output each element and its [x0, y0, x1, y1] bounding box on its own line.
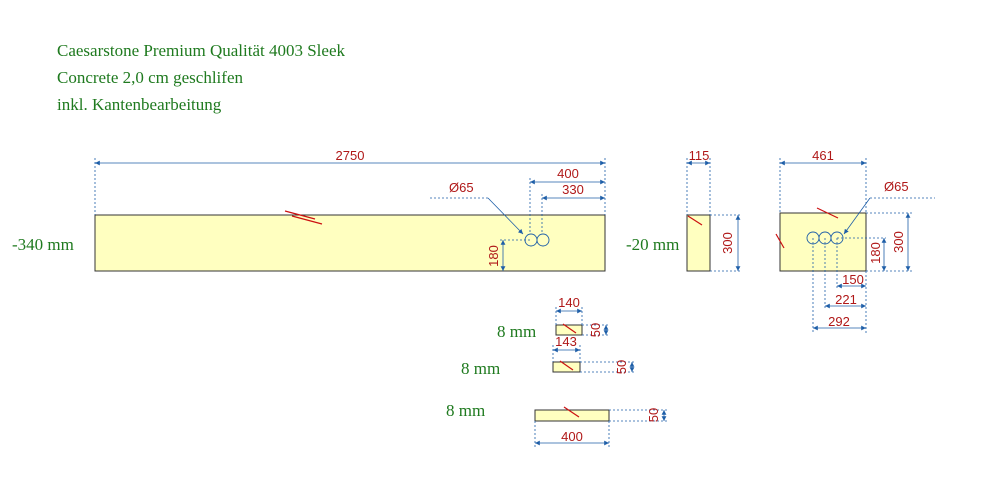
strip-height-dimension: 50	[588, 323, 603, 337]
strip-piece-3: 400 50 8 mm	[446, 401, 668, 447]
material-subtitle: Concrete 2,0 cm geschlifen	[57, 68, 243, 87]
level-label: -20 mm	[626, 235, 679, 254]
edge-mark	[816, 207, 839, 219]
offset-near-dimension: 330	[562, 182, 584, 197]
strip-height-dimension: 50	[646, 408, 661, 422]
edge-processing-note: inkl. Kantenbearbeitung	[57, 95, 222, 114]
length-dimension: 2750	[336, 148, 365, 163]
strip-slab	[552, 361, 581, 373]
strip-height-dimension: 50	[614, 360, 629, 374]
tap-hole	[536, 233, 550, 247]
right-width-dimension: 461	[812, 148, 834, 163]
edge-mark	[563, 406, 580, 418]
side-width-dimension: 115	[689, 148, 710, 163]
strip-piece-1: 140 50 8 mm	[497, 295, 610, 341]
side-slab	[686, 214, 711, 272]
title-block: Caesarstone Premium Qualität 4003 Sleek …	[57, 37, 345, 118]
strip-slab	[534, 409, 610, 422]
edge-mark	[687, 215, 703, 226]
edge-mark	[775, 233, 785, 249]
offset-far-dimension: 400	[557, 166, 579, 181]
edge-mark	[562, 323, 577, 334]
main-slab	[94, 214, 606, 272]
right-piece: 461 Ø65 180 300 150 221 292	[775, 148, 935, 333]
edge-mark	[284, 210, 316, 220]
edge-mark	[559, 360, 574, 371]
level-label: 8 mm	[461, 359, 500, 378]
offset-292-dimension: 292	[828, 314, 850, 329]
hole-diameter-label: Ø65	[884, 179, 909, 194]
material-title: Caesarstone Premium Qualität 4003 Sleek	[57, 41, 345, 60]
strip-slab	[555, 324, 583, 336]
offset-221-dimension: 221	[835, 292, 857, 307]
strip-length-dimension: 143	[555, 334, 577, 349]
side-piece: 115 300 -20 mm	[626, 148, 742, 272]
edge-mark	[291, 215, 323, 225]
hole-height-dimension: 180	[868, 242, 883, 264]
offset-150-dimension: 150	[842, 272, 864, 287]
strip-length-dimension: 400	[561, 429, 583, 444]
level-label: 8 mm	[446, 401, 485, 420]
right-depth-dimension: 300	[891, 231, 906, 253]
hole-diameter-label: Ø65	[449, 180, 474, 195]
level-label: 8 mm	[497, 322, 536, 341]
tap-hole	[524, 233, 538, 247]
strip-piece-2: 143 50 8 mm	[461, 334, 636, 378]
hole-height-dimension: 180	[486, 245, 501, 267]
level-label: -340 mm	[12, 235, 74, 254]
strip-length-dimension: 140	[558, 295, 580, 310]
side-depth-dimension: 300	[720, 232, 735, 254]
main-piece: 2750 400 330 Ø65 180 -340 mm	[12, 148, 606, 272]
